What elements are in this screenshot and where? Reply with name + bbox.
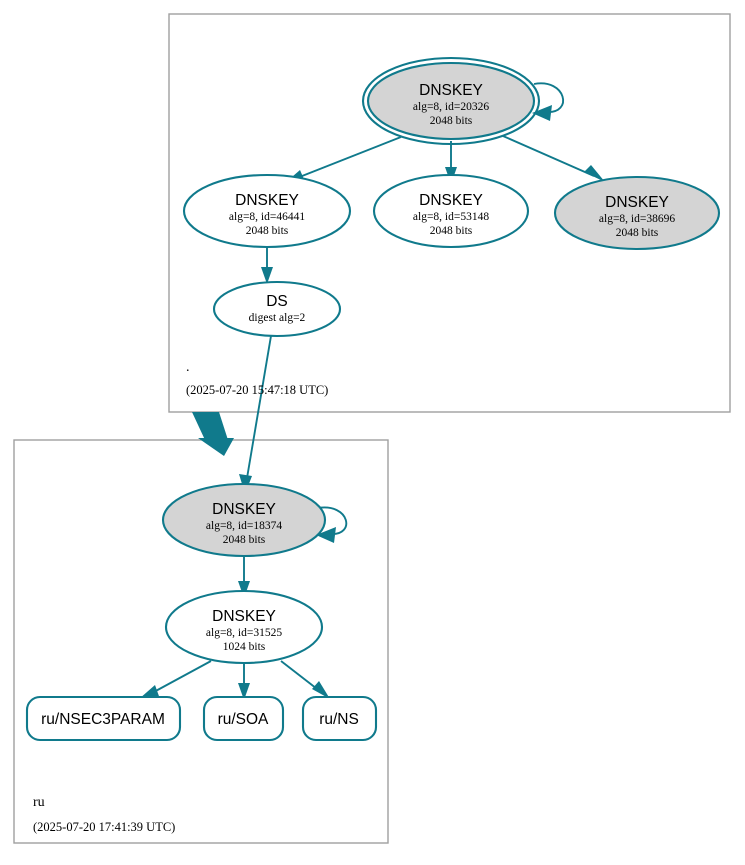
- edge-sign-root-ksk-to-ksk-38696: [502, 135, 605, 182]
- node-key-size: 2048 bits: [430, 115, 473, 127]
- rrset-label: ru/NS: [319, 711, 359, 728]
- node-key-info: alg=8, id=31525: [206, 627, 282, 639]
- node-key-size: 2048 bits: [223, 534, 266, 546]
- rrset-box: [25, 695, 182, 742]
- delegation-arrow-root-to-ru: [192, 412, 234, 456]
- rrset-ru-ns[interactable]: ru/NS: [301, 695, 378, 742]
- node-key-info: alg=8, id=46441: [229, 211, 305, 223]
- edge-sign-root-zsk-to-ds: [261, 245, 273, 284]
- trust-anchor-ring: [361, 56, 541, 146]
- rrset-ru-soa[interactable]: ru/SOA: [202, 695, 285, 742]
- edge-sign-ru-zsk-to-soa: [238, 664, 250, 700]
- edge-sign-ru-zsk-to-ns: [280, 660, 330, 699]
- node-body: [161, 482, 327, 558]
- node-dnskey-ru-zsk-31525[interactable]: DNSKEY alg=8, id=31525 1024 bits: [164, 589, 324, 665]
- node-title: DNSKEY: [419, 192, 483, 209]
- node-key-size: 1024 bits: [223, 641, 266, 653]
- node-key-info: alg=8, id=38696: [599, 213, 675, 225]
- node-title: DNSKEY: [212, 501, 276, 518]
- rrset-box: [202, 695, 285, 742]
- node-body: [164, 589, 324, 665]
- node-title: DNSKEY: [605, 194, 669, 211]
- rrset-label: ru/SOA: [218, 711, 269, 728]
- node-body: [553, 175, 721, 251]
- node-dnskey-ru-ksk-18374[interactable]: DNSKEY alg=8, id=18374 2048 bits: [161, 482, 327, 558]
- rrset-label: ru/NSEC3PARAM: [41, 711, 165, 728]
- node-title: DNSKEY: [235, 192, 299, 209]
- node-key-size: 2048 bits: [430, 225, 473, 237]
- edge-self-sign-root-ksk-20326: [532, 82, 565, 121]
- node-dnskey-root-zsk-53148[interactable]: DNSKEY alg=8, id=53148 2048 bits: [372, 173, 530, 249]
- zone-timestamp-ru: (2025-07-20 17:41:39 UTC): [33, 820, 175, 834]
- rrset-box: [301, 695, 378, 742]
- node-dnskey-root-ksk-38696[interactable]: DNSKEY alg=8, id=38696 2048 bits: [553, 175, 721, 251]
- zone-timestamp-root: (2025-07-20 15:47:18 UTC): [186, 383, 328, 397]
- node-key-info: alg=8, id=53148: [413, 211, 489, 223]
- rrset-ru-nsec3param[interactable]: ru/NSEC3PARAM: [25, 695, 182, 742]
- node-body: [372, 173, 530, 249]
- node-key-info: alg=8, id=20326: [413, 101, 489, 113]
- node-dnskey-root-ksk-20326[interactable]: DNSKEY alg=8, id=20326 2048 bits: [361, 56, 541, 146]
- node-body: [212, 280, 342, 338]
- node-digest-info: digest alg=2: [249, 312, 306, 324]
- edge-self-sign-ru-ksk-18374: [316, 506, 348, 543]
- node-title: DS: [266, 293, 288, 310]
- node-body: [182, 173, 352, 249]
- node-key-size: 2048 bits: [246, 225, 289, 237]
- node-title: DNSKEY: [419, 82, 483, 99]
- node-key-info: alg=8, id=18374: [206, 520, 282, 532]
- edge-sign-ru-ksk-to-zsk: [238, 551, 250, 598]
- zone-label-root: .: [186, 360, 190, 375]
- zone-label-ru: ru: [33, 795, 45, 810]
- node-title: DNSKEY: [212, 608, 276, 625]
- node-body: [366, 61, 536, 141]
- node-key-size: 2048 bits: [616, 227, 659, 239]
- node-dnskey-root-zsk-46441[interactable]: DNSKEY alg=8, id=46441 2048 bits: [182, 173, 352, 249]
- edge-sign-ru-zsk-to-nsec3param: [139, 660, 212, 699]
- node-ds-root[interactable]: DS digest alg=2: [212, 280, 342, 338]
